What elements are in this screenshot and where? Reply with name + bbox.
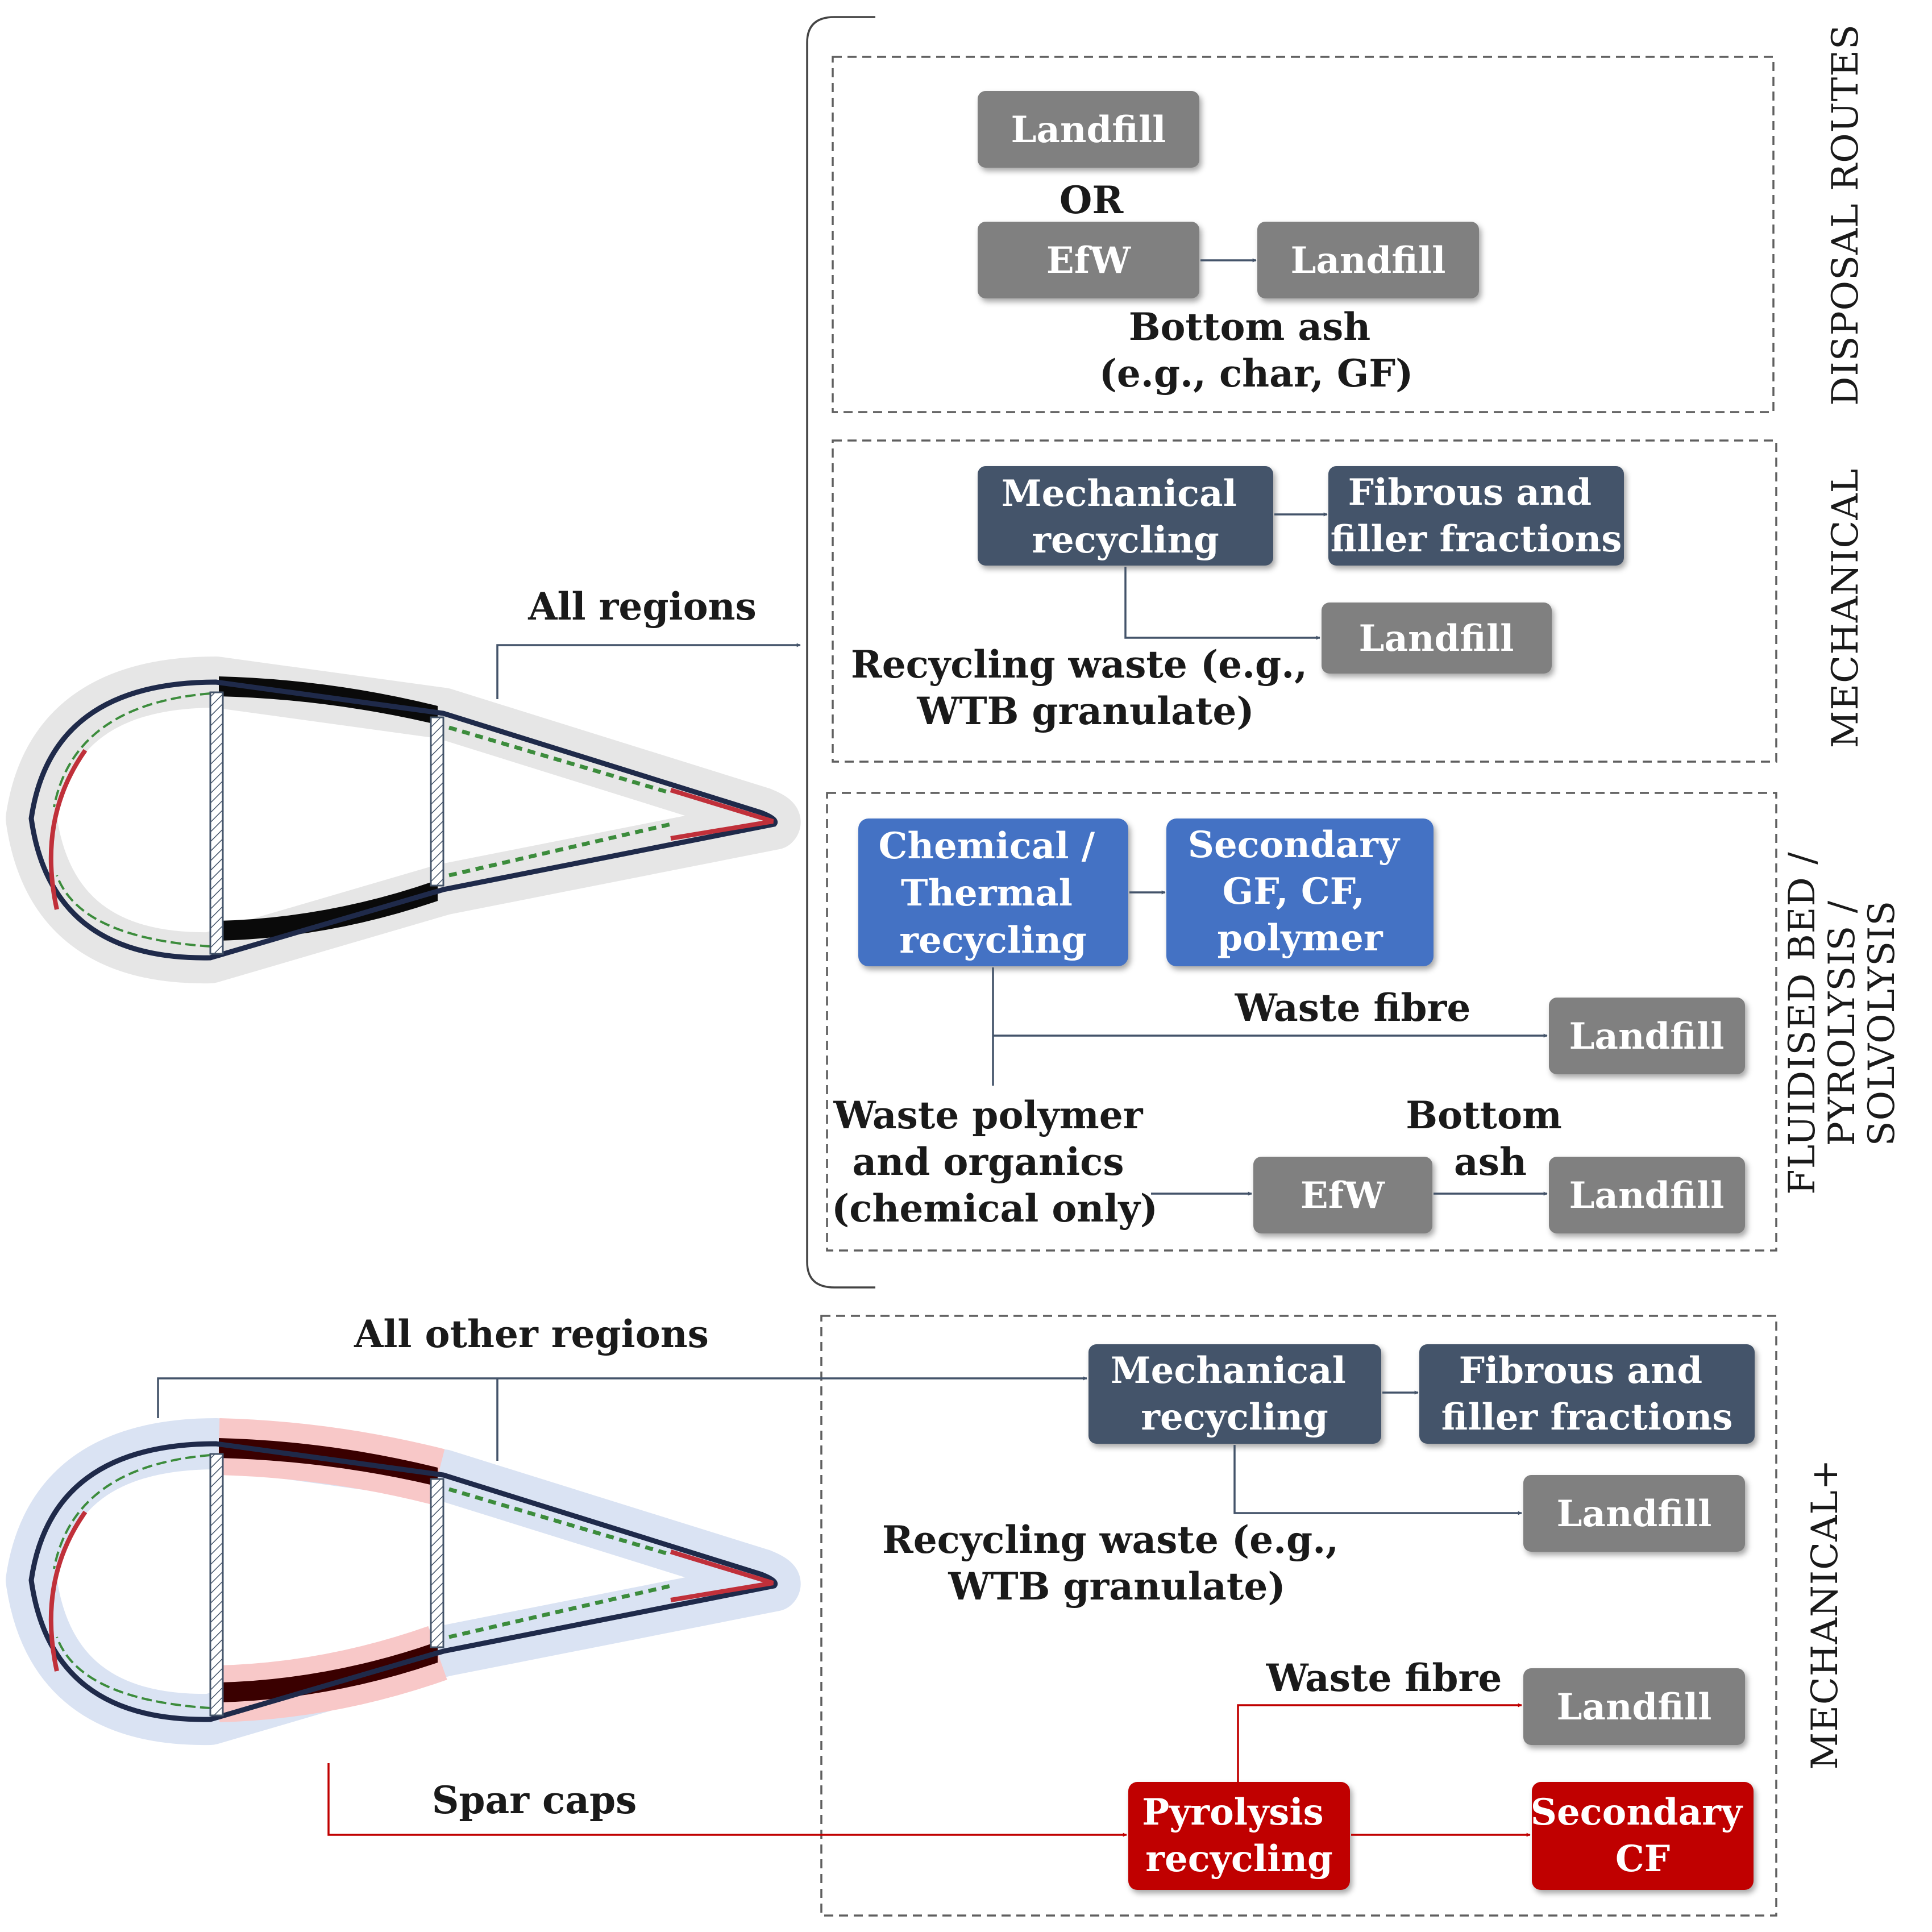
chemical-thermal-recycling-box: Chemical / Thermal recycling <box>858 818 1128 966</box>
blade-cross-section-mechanical-plus <box>6 1418 801 1746</box>
svg-text:Landfill: Landfill <box>1569 1015 1725 1058</box>
thermal-waste-fibre-label: Waste fibre <box>1235 986 1471 1030</box>
svg-text:Secondary CF: Secondary CF <box>1531 1791 1755 1880</box>
svg-text:Secondary GF, CF,: Secondary GF, CF, polymer <box>1188 824 1412 959</box>
mechanical-section-frame <box>832 439 1777 763</box>
disposal-efw-box: EfW <box>978 222 1199 298</box>
svg-text:Chemical / Thermal: Chemical / Thermal recycling <box>879 825 1108 962</box>
svg-text:Mechanical recycling: Mechanical recycling <box>1111 1349 1358 1439</box>
svg-text:Mechanical recycling: Mechanical recycling <box>1002 472 1249 562</box>
svg-text:Landfill: Landfill <box>1011 109 1166 151</box>
blade-cross-section-all-regions <box>6 657 801 984</box>
all-regions-label: All regions <box>527 584 756 629</box>
section-label-thermal-line-3: SOLVOLYSIS <box>1861 900 1903 1146</box>
mechplus-fractions-box: Fibrous and filler fractions <box>1419 1344 1755 1444</box>
mechplus-landfill-box: Landfill <box>1523 1475 1745 1552</box>
svg-text:Landfill: Landfill <box>1557 1493 1712 1535</box>
svg-text:EfW: EfW <box>1301 1174 1385 1217</box>
mech-waste-arrow <box>1124 567 1320 640</box>
spar-caps-arrow <box>327 1763 1127 1837</box>
all-other-regions-connector <box>157 1376 1087 1418</box>
pyrolysis-waste-fibre-arrow <box>1237 1703 1522 1782</box>
group-brace <box>806 16 875 1289</box>
svg-text:Fibrous and filler fract: Fibrous and filler fractions <box>1331 471 1622 560</box>
mechanical-fractions-box: Fibrous and filler fractions <box>1328 466 1624 566</box>
mechplus-waste-arrow <box>1233 1445 1522 1515</box>
bottom-ash-note: Bottom ash (e.g., char, GF) <box>1099 305 1414 396</box>
mechplus-recycling-box: Mechanical recycling <box>1088 1344 1381 1444</box>
secondary-gf-cf-polymer-box: Secondary GF, CF, polymer <box>1166 818 1434 966</box>
svg-text:Fibrous and filler fract: Fibrous and filler fractions <box>1441 1349 1733 1439</box>
disposal-landfill-after-efw-box: Landfill <box>1257 222 1479 298</box>
mechanical-waste-note: Recycling waste (e.g., WTB granulate) <box>851 642 1320 733</box>
disposal-landfill-box: Landfill <box>978 91 1199 168</box>
mechplus-waste-fibre-label: Waste fibre <box>1266 1656 1502 1700</box>
section-label-thermal-line-2: PYROLYSIS / <box>1821 900 1863 1146</box>
section-label-thermal-line-1: FLUIDISED BED / <box>1781 851 1823 1194</box>
svg-text:Landfill: Landfill <box>1359 617 1514 660</box>
mechplus-waste-note: Recycling waste (e.g., WTB granulate) <box>882 1518 1352 1609</box>
or-label: OR <box>1060 178 1124 222</box>
mechanical-recycling-box: Mechanical recycling <box>978 466 1273 566</box>
section-label-mechanical-plus: MECHANICAL+ <box>1804 1459 1846 1770</box>
disposal-section-frame <box>832 56 1775 413</box>
spar-cap-lower <box>219 880 438 941</box>
all-regions-arrow <box>496 643 801 699</box>
thermal-section-frame <box>826 792 1777 1252</box>
mechplus-landfill-waste-fibre-box: Landfill <box>1523 1668 1745 1745</box>
spar-caps-label: Spar caps <box>432 1778 637 1822</box>
pyrolysis-recycling-box: Pyrolysis recycling <box>1128 1782 1350 1890</box>
secondary-cf-box: Secondary CF <box>1531 1782 1755 1890</box>
section-label-disposal: DISPOSAL ROUTES <box>1825 24 1867 406</box>
thermal-landfill-after-efw-box: Landfill <box>1549 1157 1745 1233</box>
waste-polymer-note: Waste polymer and organics (chemical onl… <box>832 1093 1158 1231</box>
section-label-mechanical: MECHANICAL <box>1825 468 1867 748</box>
svg-text:Landfill: Landfill <box>1291 239 1446 282</box>
svg-text:Landfill: Landfill <box>1557 1686 1712 1729</box>
mechanical-landfill-box: Landfill <box>1322 603 1552 674</box>
all-other-regions-label: All other regions <box>354 1312 709 1356</box>
mechanical-plus-section-frame <box>820 1315 1777 1917</box>
svg-text:Landfill: Landfill <box>1569 1174 1725 1217</box>
thermal-efw-box: EfW <box>1253 1157 1432 1233</box>
spar-cap-lower-red <box>219 1642 438 1702</box>
thermal-landfill-box: Landfill <box>1549 998 1745 1074</box>
bottom-ash-label: Bottom ash <box>1406 1093 1575 1184</box>
svg-text:Pyrolysis recycling: Pyrolysis recycling <box>1142 1791 1336 1880</box>
svg-text:EfW: EfW <box>1046 239 1131 282</box>
